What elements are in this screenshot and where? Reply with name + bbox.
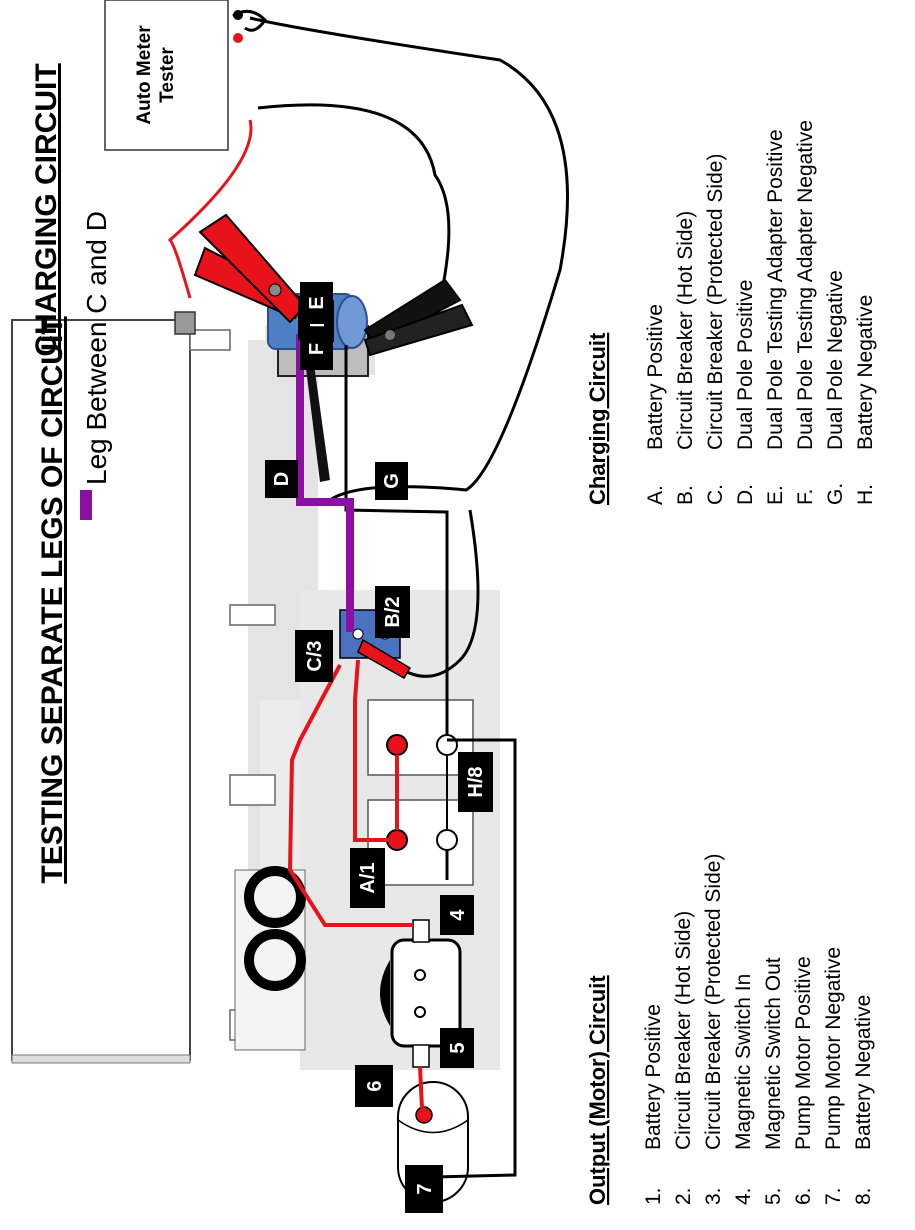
svg-text:G: G [381,473,403,489]
charging-text-h: Battery Negative [854,295,877,450]
label-tag-B2: B/2 [375,586,410,638]
output-text-7: Pump Motor Negative [822,947,845,1150]
negative-clamp [363,278,474,357]
charging-text-e: Dual Pole Testing Adapter Positive [764,129,787,450]
magnetic-switch [380,919,462,1068]
meter-positive-jack [233,33,243,43]
output-marker-3: 3. [702,1187,725,1205]
terminal-h8 [436,734,458,756]
charging-text-c: Circuit Breaker (Protected Side) [704,154,727,450]
label-tag-D: D [265,460,298,498]
output-text-3: Circuit Breaker (Protected Side) [702,854,725,1150]
charging-text-b: Circuit Breaker (Hot Side) [674,211,697,450]
label-tag-7: 7 [405,1165,443,1213]
positive-wires [167,119,424,1109]
coil-pair [244,866,306,991]
output-text-8: Battery Negative [852,995,875,1150]
charging-circuit-list: Charging Circuit A. Battery Positive B. … [585,120,877,505]
terminal-a1-top [386,734,408,756]
meter-line2: Tester [157,47,178,103]
label-tag-5: 5 [440,1028,474,1068]
svg-text:D: D [271,472,293,486]
svg-text:6: 6 [364,1080,386,1091]
charging-marker-a: A. [644,485,667,505]
pump-deck [11,311,306,1064]
meter-negative-jack [233,10,243,20]
motor-positive [415,1106,433,1124]
svg-text:A/1: A/1 [357,862,379,893]
main-title: TESTING SEPARATE LEGS OF CIRCUIT [36,316,69,883]
charging-items: A. Battery Positive B. Circuit Breaker (… [644,120,877,505]
charging-circuit-heading: Charging Circuit [585,332,610,505]
charging-marker-h: H. [854,484,877,505]
charging-title: CHARGING CIRCUIT [30,63,63,356]
charging-marker-d: D. [734,484,757,505]
output-text-2: Circuit Breaker (Hot Side) [672,911,695,1150]
auto-meter-tester: Auto Meter Tester [104,0,243,151]
output-circuit-list: Output (Motor) Circuit 1. Battery Positi… [585,854,875,1205]
label-tag-H8: H/8 [458,752,493,812]
output-marker-8: 8. [852,1187,875,1205]
charging-text-d: Dual Pole Positive [734,280,757,450]
meter-line1: Auto Meter [134,25,155,125]
positive-clamp [193,213,307,324]
output-marker-6: 6. [792,1187,815,1205]
legend-label: Leg Between C and D [81,211,112,485]
output-marker-1: 1. [642,1187,665,1205]
charging-text-g: Dual Pole Negative [824,270,847,450]
battery-terminal-block [367,699,474,886]
label-tag-4: 4 [440,895,474,935]
output-text-4: Magnetic Switch In [732,974,755,1150]
output-marker-7: 7. [822,1187,845,1205]
charging-text-a: Battery Positive [644,304,667,450]
svg-text:4: 4 [447,909,469,921]
label-E-top: E [300,302,333,342]
output-marker-5: 5. [762,1187,785,1205]
svg-text:C/3: C/3 [304,640,326,671]
label-tag-C3: C/3 [295,630,333,682]
test-clip [304,350,412,680]
charging-marker-e: E. [764,485,787,505]
charging-marker-f: F. [794,489,817,505]
label-tag-G: G [375,462,408,500]
label-tag-A1: A/1 [350,848,385,908]
svg-text:7: 7 [414,1183,436,1194]
output-text-1: Battery Positive [642,1004,665,1150]
svg-text:E: E [306,315,328,328]
output-marker-2: 2. [672,1187,695,1205]
legend-swatch [80,490,92,520]
label-tag-6: 6 [355,1065,393,1107]
output-circuit-heading: Output (Motor) Circuit [585,975,610,1205]
charging-marker-c: C. [704,484,727,505]
svg-text:5: 5 [447,1042,469,1053]
output-items: 1. Battery Positive 2. Circuit Breaker (… [642,854,875,1205]
charging-marker-b: B. [674,485,697,505]
negative-wires [232,9,569,1179]
terminal-h8-bottom [436,829,458,851]
charging-text-f: Dual Pole Testing Adapter Negative [794,120,817,450]
output-text-6: Pump Motor Positive [792,956,815,1150]
svg-text:B/2: B/2 [382,596,404,627]
output-text-5: Magnetic Switch Out [762,957,785,1150]
output-marker-4: 4. [732,1187,755,1205]
svg-text:H/8: H/8 [465,766,487,797]
charging-marker-g: G. [824,483,847,505]
